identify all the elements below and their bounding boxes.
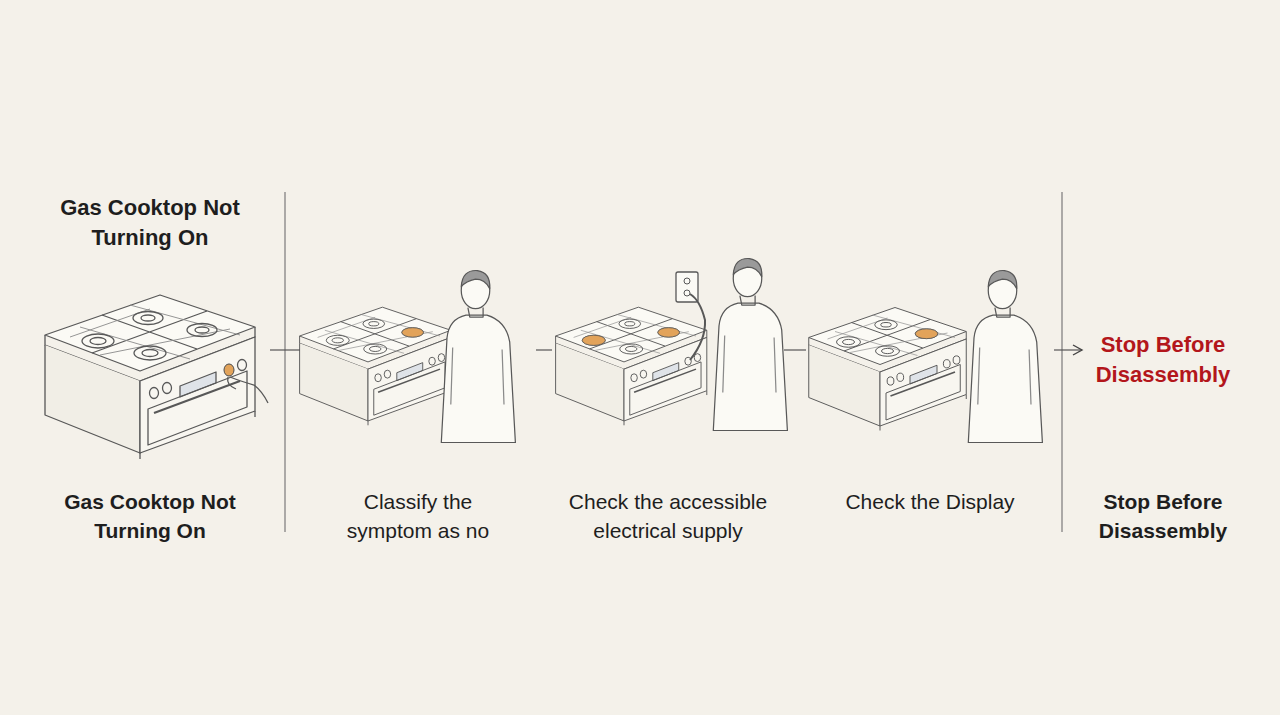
person-drawing [441, 271, 515, 443]
stove-drawing [556, 307, 707, 425]
stove-drawing [809, 308, 967, 431]
step-caption: Check the Display [810, 487, 1050, 516]
panel-heading: Gas Cooktop Not Turning On [45, 193, 255, 253]
person-drawing [968, 271, 1042, 443]
step-panel: Stop Before DisassemblyStop Before Disas… [1082, 190, 1244, 535]
stove-drawing [300, 307, 451, 425]
step-connector [536, 349, 552, 350]
stove-drawing [45, 295, 268, 459]
step-connector [784, 349, 806, 350]
step-panel: Check the accessible electrical supply [552, 190, 784, 535]
flow-arrow [1054, 349, 1082, 350]
stop-heading: Stop Before Disassembly [1083, 330, 1243, 390]
person-drawing [713, 259, 787, 431]
step-caption: Classify the symptom as no [343, 487, 493, 545]
step-connector [270, 349, 300, 350]
step-panel: Classify the symptom as no [300, 190, 536, 535]
step-panel: Check the Display [806, 190, 1054, 535]
step-caption: Check the accessible electrical supply [553, 487, 783, 545]
column-divider [1061, 192, 1062, 532]
step-caption: Gas Cooktop Not Turning On [45, 487, 255, 545]
column-divider [284, 192, 285, 532]
step-caption: Stop Before Disassembly [1083, 487, 1243, 545]
step-panel: Gas Cooktop Not Turning OnGas Cooktop No… [30, 190, 270, 535]
wall-outlet [676, 272, 705, 360]
